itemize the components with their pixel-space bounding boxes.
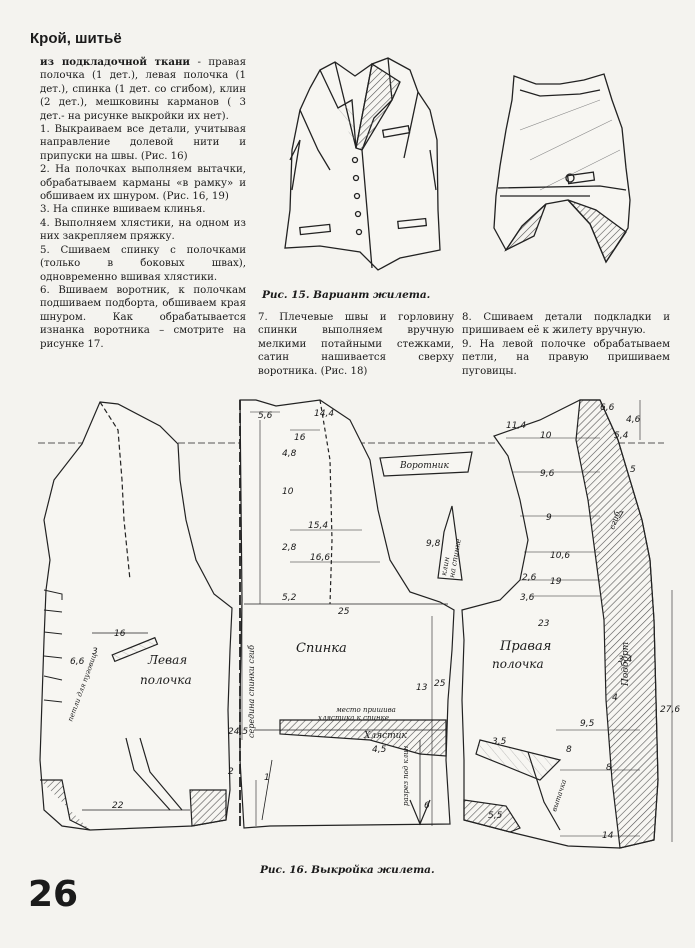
collar-piece [379, 451, 473, 477]
step-2: 2. На полочках выполняем вытачки, обраба… [40, 164, 246, 203]
dim: 19 [550, 577, 562, 587]
label-right-front: Правая [499, 639, 551, 654]
dim: 9,6 [540, 469, 555, 479]
label-strap-place: место пришива [336, 706, 396, 714]
dim: 6 [424, 801, 430, 811]
dim: 3,4 [618, 655, 633, 665]
label-right-front-2: полочка [492, 657, 544, 671]
vest-back-sketch [493, 73, 631, 264]
dim: 8 [606, 763, 612, 773]
dim: 24,5 [228, 727, 248, 737]
label-left-front: Левая [147, 653, 187, 667]
vest-front-sketch [284, 57, 441, 271]
dim: 5 [630, 465, 636, 475]
dim: 23 [538, 619, 550, 629]
dim: 6,6 [600, 403, 615, 413]
label-wedge: клин [439, 556, 451, 576]
step-4: 4. Выполняем хлястики, на одном из них з… [40, 217, 246, 243]
dim: 16,6 [310, 553, 330, 563]
figure-15-caption: Рис. 15. Вариант жилета. [262, 289, 431, 301]
dim: 6,6 [70, 657, 85, 667]
dim: 13 [416, 683, 428, 693]
dim: 10 [540, 431, 552, 441]
dim: 25 [338, 607, 350, 617]
wedge-piece [437, 505, 463, 581]
dim: 10,6 [550, 551, 570, 561]
label-facing: Подборт [620, 642, 631, 687]
dim: 2,6 [522, 573, 537, 583]
dim: 4 [612, 693, 618, 703]
label-back: Спинка [296, 641, 347, 656]
dim: 16 [114, 629, 126, 639]
dim: 4,6 [626, 415, 641, 425]
text-column-1: из подкладочной ткани - правая полочка (… [40, 56, 246, 351]
dim: 4,5 [372, 745, 387, 755]
dim: 2,8 [282, 543, 297, 553]
step-5: 5. Сшиваем спинку с полочками (только в … [40, 244, 246, 283]
figure-16-caption: Рис. 16. Выкройка жилета. [260, 864, 435, 876]
dim: 10 [282, 487, 294, 497]
dim: 5,5 [488, 811, 503, 821]
dim: 9,5 [580, 719, 595, 729]
dim: 14 [602, 831, 614, 841]
dim: 9 [546, 513, 552, 523]
dim: 9,8 [426, 539, 441, 549]
dim: 14,4 [314, 409, 334, 419]
label-left-front-2: полочка [140, 673, 192, 687]
dim: 7 [618, 511, 624, 521]
step-6: 6. Вшиваем воротник, к полочкам подшивае… [40, 284, 246, 350]
dim: 22 [112, 801, 124, 811]
dim: 8 [566, 745, 572, 755]
step-3: 3. На спинке вшиваем клинья. [40, 204, 206, 216]
dim: 15,4 [308, 521, 328, 531]
dim: 2 [228, 767, 234, 777]
dim: 3,5 [492, 737, 507, 747]
section-header: Крой, шитьё [30, 30, 122, 47]
dim: 4,8 [282, 449, 297, 459]
dim: 1 [264, 773, 270, 783]
intro-paragraph: из подкладочной ткани - правая полочка (… [40, 56, 246, 123]
page-number: 26 [28, 874, 79, 915]
left-front-piece [39, 401, 233, 831]
text-column-3: 8. Сшиваем детали подкладки и пришиваем … [462, 311, 670, 378]
dim: 11,4 [506, 421, 526, 431]
label-fold: середина спинки сгиб [247, 645, 256, 738]
dim: 27,6 [660, 705, 680, 715]
pattern-dimensions: 5,6 14,4 16 15,4 16,6 25 23 19 10 9,6 9 … [70, 403, 680, 841]
dim: 5,2 [282, 593, 297, 603]
label-collar: Воротник [399, 461, 449, 471]
label-strap-place-2: хлястика к спинке [318, 714, 389, 722]
dim: 3 [92, 647, 98, 657]
step-1: 1. Выкраиваем все детали, учитывая напра… [40, 124, 246, 162]
step-7: 7. Плечевые швы и горловину спинки выпол… [258, 312, 454, 377]
label-wedge-slit: разрез под клин [402, 745, 410, 806]
dim: 5,4 [614, 431, 629, 441]
step-9: 9. На левой полочке обрабатываем петли, … [462, 338, 670, 377]
intro-rest: - правая полочка (1 дет.), левая полочка… [40, 57, 247, 122]
intro-bold: из подкладочной ткани [40, 56, 190, 68]
dim: 16 [294, 433, 306, 443]
right-facing [575, 399, 659, 849]
dim: 3,6 [520, 593, 535, 603]
step-8: 8. Сшиваем детали подкладки и пришиваем … [462, 312, 670, 337]
dim: 5,6 [258, 411, 273, 421]
label-strap: Хлястик [363, 731, 407, 741]
dim: 25 [434, 679, 446, 689]
text-column-2: 7. Плечевые швы и горловину спинки выпол… [258, 311, 454, 378]
pattern-drawing [38, 399, 673, 849]
